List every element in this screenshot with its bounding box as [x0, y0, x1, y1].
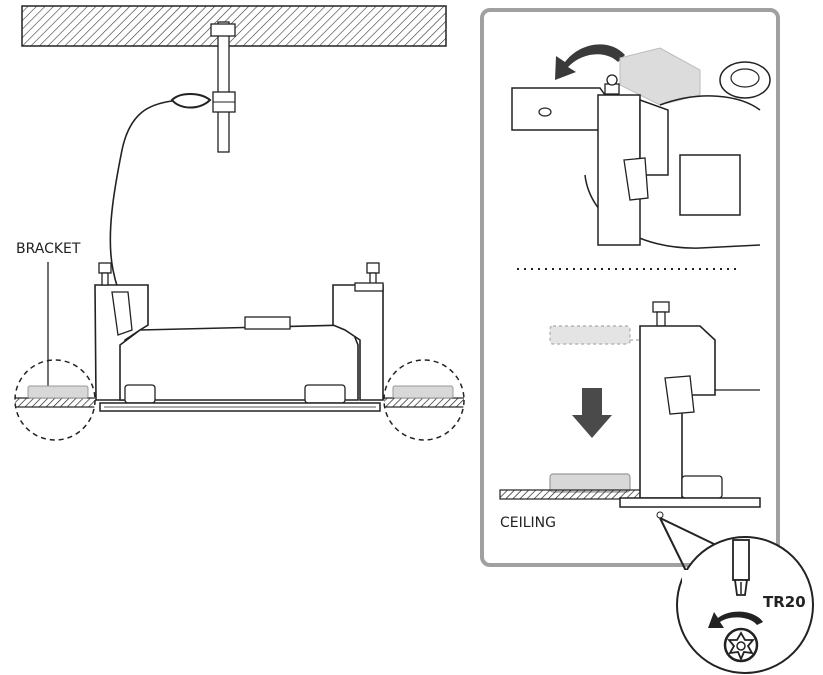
torx-screw-icon: [723, 627, 759, 663]
right-bracket-detail: [383, 359, 465, 441]
arrow-down-icon: [572, 388, 612, 438]
press-step: CEILING: [499, 301, 761, 531]
speaker-body: [94, 262, 384, 412]
tool-callout: TR20: [659, 517, 814, 674]
tool-label: TR20: [763, 593, 806, 611]
curved-arrow-counterclockwise-icon: [555, 44, 625, 80]
ceiling-label: CEILING: [500, 515, 556, 531]
carabiner: [170, 93, 212, 109]
curved-arrow-counterclockwise-icon: [708, 611, 763, 628]
bracket-label: BRACKET: [16, 241, 81, 257]
left-bracket-detail: [14, 359, 96, 441]
hanger-rod: [210, 21, 236, 153]
safety-wire: [109, 100, 173, 306]
torx-screwdriver-icon: [732, 539, 750, 596]
detail-panel: CEILING: [480, 8, 780, 567]
rotate-step: [511, 44, 771, 249]
main-view: BRACKET: [14, 5, 465, 441]
